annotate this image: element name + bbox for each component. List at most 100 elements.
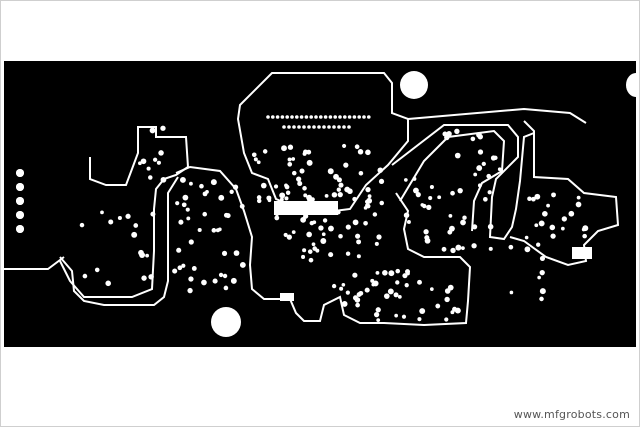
via-holes: [16, 115, 589, 322]
via: [376, 234, 382, 240]
via: [303, 193, 308, 198]
via: [175, 201, 180, 206]
via: [331, 283, 337, 289]
via: [546, 203, 550, 208]
via: [446, 131, 452, 137]
via: [477, 134, 483, 140]
via: [536, 242, 541, 247]
mounting-hole-right: [626, 73, 636, 97]
via: [376, 318, 381, 322]
via: [189, 181, 193, 186]
via: [395, 280, 400, 285]
via: [302, 186, 307, 191]
via: [239, 203, 245, 209]
via: [308, 257, 314, 263]
via: [365, 186, 371, 193]
via: [256, 160, 261, 165]
via: [239, 262, 246, 268]
watermark-text: www.mfgrobots.com: [513, 408, 630, 421]
via: [322, 218, 328, 223]
via: [150, 211, 156, 217]
trace-left-edge: [4, 256, 65, 270]
via: [297, 125, 301, 129]
via: [160, 176, 167, 183]
via: [299, 168, 305, 174]
via: [383, 293, 390, 299]
via: [140, 158, 147, 165]
via: [212, 278, 218, 284]
via: [487, 190, 492, 195]
via: [454, 307, 461, 314]
via: [477, 183, 482, 188]
via: [534, 193, 541, 200]
via: [375, 270, 380, 275]
via: [447, 229, 453, 235]
via: [322, 125, 326, 129]
via: [327, 125, 331, 129]
via: [393, 292, 399, 298]
via: [230, 277, 237, 284]
via: [347, 115, 352, 119]
via: [131, 231, 138, 238]
via: [508, 244, 514, 250]
via: [401, 314, 407, 319]
via: [105, 280, 111, 287]
via: [185, 207, 190, 212]
mounting-hole-bottom: [211, 307, 241, 337]
via: [262, 149, 268, 154]
via: [473, 172, 478, 177]
via: [355, 302, 360, 308]
via: [337, 125, 341, 129]
via: [352, 196, 357, 202]
via: [405, 269, 411, 275]
via: [372, 280, 379, 287]
via: [539, 296, 544, 302]
via: [187, 287, 193, 294]
via: [222, 273, 228, 279]
via: [201, 279, 207, 286]
via: [280, 115, 285, 119]
via: [332, 125, 336, 129]
trace-right-mid: [391, 124, 535, 241]
via: [476, 165, 483, 172]
via: [382, 270, 388, 276]
via: [306, 194, 313, 201]
via: [232, 184, 239, 190]
via: [223, 285, 229, 291]
via: [497, 167, 502, 172]
via: [309, 115, 314, 119]
via: [356, 254, 361, 259]
via: [412, 176, 417, 181]
via: [323, 115, 328, 119]
via: [444, 317, 449, 322]
via: [354, 144, 360, 150]
via: [364, 287, 370, 293]
via: [455, 244, 462, 251]
via: [266, 195, 272, 201]
via: [403, 212, 410, 218]
via: [450, 310, 455, 315]
via: [397, 294, 402, 299]
via: [424, 237, 431, 244]
via: [437, 195, 442, 200]
via: [297, 181, 303, 187]
via: [373, 311, 380, 318]
via: [406, 220, 411, 224]
via: [527, 196, 532, 201]
via: [133, 223, 139, 228]
via: [417, 317, 422, 322]
via: [483, 196, 488, 202]
via: [205, 189, 209, 194]
via: [568, 210, 575, 217]
via: [233, 250, 240, 256]
via: [218, 272, 224, 278]
via: [287, 144, 294, 150]
via: [367, 115, 371, 119]
via: [287, 157, 292, 162]
via: [286, 234, 292, 240]
via: [215, 228, 220, 233]
via: [341, 301, 348, 307]
via: [328, 252, 334, 258]
via: [304, 115, 309, 119]
via: [357, 115, 362, 119]
